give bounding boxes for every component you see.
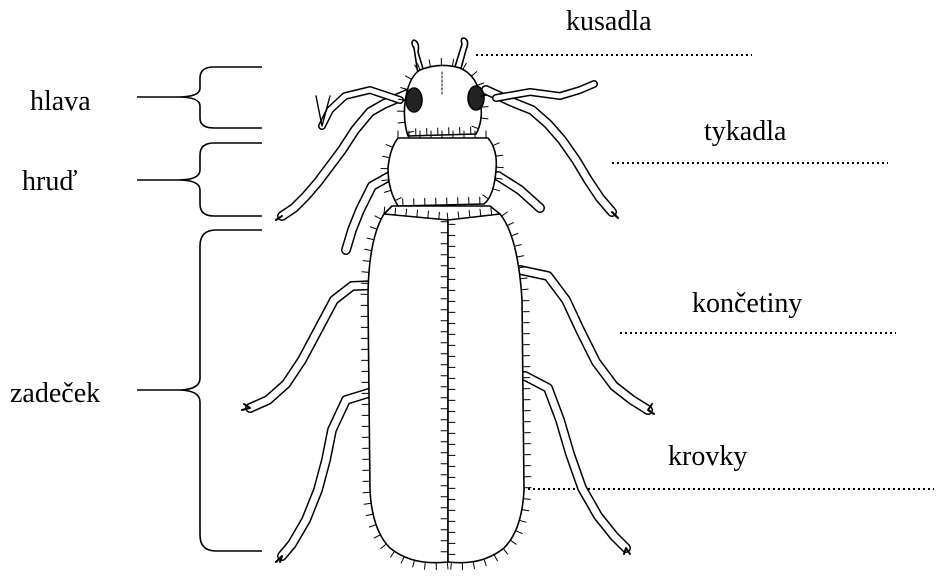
label-mandibles: kusadla bbox=[566, 6, 652, 37]
bristle bbox=[439, 212, 440, 219]
beetle-thorax bbox=[388, 138, 496, 206]
bristle bbox=[391, 551, 395, 557]
bristle bbox=[401, 88, 408, 90]
bristle bbox=[395, 208, 396, 215]
bristle bbox=[417, 210, 418, 217]
left-eye bbox=[406, 88, 422, 112]
label-thorax: hruď bbox=[22, 166, 77, 197]
bristle bbox=[514, 245, 521, 247]
bristle bbox=[484, 559, 486, 566]
bristle bbox=[429, 60, 430, 67]
bristle bbox=[386, 145, 393, 148]
bristle bbox=[463, 63, 467, 69]
bristle bbox=[369, 525, 376, 527]
bristle bbox=[365, 249, 372, 250]
bristle bbox=[370, 227, 377, 229]
bristle bbox=[406, 76, 412, 79]
bristle bbox=[451, 562, 452, 569]
bristle bbox=[384, 190, 391, 192]
label-legs: končetiny bbox=[692, 288, 802, 319]
bristle bbox=[381, 544, 387, 548]
bristle bbox=[383, 156, 390, 158]
bristle bbox=[496, 167, 503, 168]
bristle bbox=[406, 209, 407, 216]
bristle bbox=[425, 562, 426, 569]
bristle bbox=[517, 256, 524, 257]
bristle bbox=[363, 261, 370, 262]
bristle bbox=[363, 492, 370, 493]
bristle bbox=[520, 278, 527, 279]
bristle bbox=[413, 560, 415, 567]
bristle bbox=[471, 72, 476, 77]
bristle bbox=[507, 223, 513, 226]
label-head: hlava bbox=[30, 86, 91, 117]
label-abdomen: zadeček bbox=[10, 378, 100, 409]
thorax-brace bbox=[137, 143, 262, 216]
right-eye bbox=[468, 86, 484, 110]
bristle bbox=[367, 238, 374, 240]
bristle bbox=[384, 207, 385, 214]
abdomen-brace bbox=[137, 230, 262, 551]
bristle bbox=[493, 189, 500, 191]
bristle bbox=[521, 289, 528, 290]
bristle bbox=[493, 143, 499, 146]
bristle bbox=[510, 540, 516, 544]
bristle bbox=[447, 562, 448, 569]
bristle bbox=[374, 535, 380, 538]
bristle bbox=[511, 234, 518, 236]
bristle bbox=[452, 59, 453, 66]
left-elytron bbox=[368, 214, 448, 563]
bristle bbox=[473, 562, 474, 569]
bristle bbox=[362, 272, 369, 273]
bristle bbox=[523, 499, 530, 500]
bristle bbox=[502, 212, 508, 216]
label-antennae: tykadla bbox=[704, 116, 787, 147]
bristle bbox=[428, 211, 429, 218]
bristle bbox=[522, 510, 529, 511]
label-elytra: krovky bbox=[668, 441, 747, 472]
bristle bbox=[364, 503, 371, 504]
head-brace bbox=[137, 67, 262, 128]
bristle bbox=[366, 514, 373, 516]
bristle bbox=[494, 555, 497, 561]
right-elytron bbox=[448, 214, 524, 563]
bristle bbox=[496, 155, 503, 156]
bristle bbox=[481, 118, 488, 119]
bristle bbox=[401, 557, 404, 563]
beetle-illustration bbox=[242, 38, 654, 570]
bristle bbox=[375, 216, 381, 219]
bristle bbox=[516, 531, 522, 534]
bristle bbox=[519, 520, 526, 522]
bristle bbox=[503, 549, 507, 555]
bristle bbox=[481, 107, 488, 108]
bristle bbox=[398, 122, 405, 123]
bristle bbox=[477, 83, 484, 86]
